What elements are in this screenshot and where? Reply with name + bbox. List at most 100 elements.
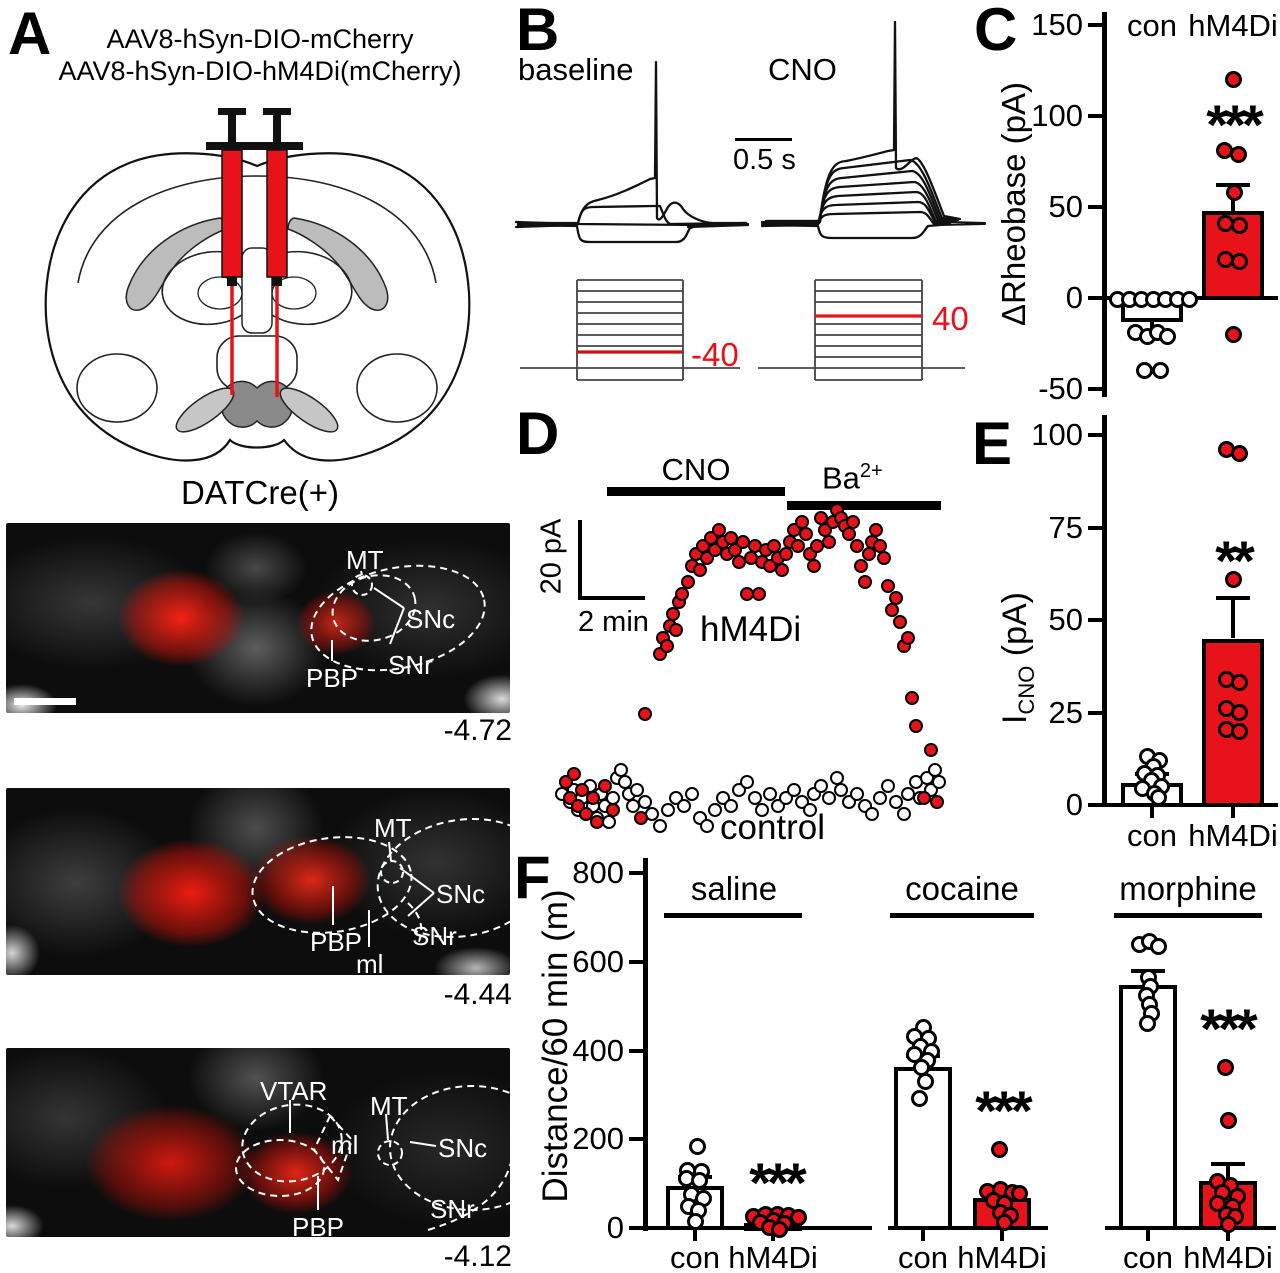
timecourse-point-control xyxy=(676,799,691,813)
subchart-title-underline xyxy=(890,913,1034,918)
data-point xyxy=(990,1140,1008,1158)
timecourse-point-hM4Di xyxy=(869,523,884,537)
group-label: hM4Di xyxy=(1183,1240,1273,1273)
scale-bar xyxy=(14,698,76,705)
subchart-title-underline xyxy=(664,913,802,918)
region-label-snr: SNr xyxy=(388,650,433,680)
y-axis-tick xyxy=(1088,296,1103,300)
y-axis-title: ΔRheobase (pA) xyxy=(995,82,1032,327)
timecourse-point-control xyxy=(786,783,801,797)
micrograph-3 xyxy=(6,1048,510,1237)
anatomy-overlay-3 xyxy=(235,1085,510,1231)
data-point xyxy=(1230,722,1248,740)
timecourse-point-control xyxy=(881,779,896,793)
data-point xyxy=(1230,445,1248,462)
y-axis-tick xyxy=(629,959,644,964)
bregma-coord-2: -4.44 xyxy=(443,978,512,1011)
timecourse-point-hM4Di xyxy=(889,591,904,605)
time-scale-label: 2 min xyxy=(578,606,649,638)
step-value-baseline: -40 xyxy=(691,336,739,373)
timecourse-point-control xyxy=(834,783,849,797)
y-tick-label: 0 xyxy=(606,1210,624,1245)
x-baseline xyxy=(1105,1226,1276,1230)
data-point xyxy=(1219,1111,1237,1129)
y-axis-title: Distance/60 min (m) xyxy=(536,889,575,1203)
y-tick-label: 200 xyxy=(572,1121,624,1157)
timecourse-point-hM4Di xyxy=(790,539,805,553)
significance-stars: ** xyxy=(1215,529,1255,592)
panel-e-label: E xyxy=(972,410,1013,477)
y-tick-label: 75 xyxy=(1048,509,1083,545)
x-tick xyxy=(1226,1228,1230,1241)
timecourse-point-hM4Di xyxy=(665,607,680,621)
timecourse-point-hM4Di xyxy=(806,559,821,573)
panel-b-label: B xyxy=(516,0,560,63)
data-point xyxy=(686,1213,704,1231)
bar-hM4Di xyxy=(1202,638,1264,807)
group-label: con xyxy=(898,1240,948,1273)
temporal-lobe-right xyxy=(356,353,438,423)
y-tick-label: -50 xyxy=(1038,371,1083,406)
y-tick-label: 150 xyxy=(1031,7,1083,42)
timecourse-point-hM4Di xyxy=(900,631,915,645)
timecourse-point-control xyxy=(849,787,864,801)
data-point xyxy=(910,1089,928,1107)
y-axis-tick xyxy=(1088,387,1103,391)
timecourse-point-control xyxy=(889,795,904,809)
timecourse-point-hM4Di xyxy=(680,575,695,589)
ventricle-right xyxy=(287,217,389,311)
virus-line-1: AAV8-hSyn-DIO-mCherry xyxy=(106,24,414,54)
region-label-vtar: VTAR xyxy=(260,1076,328,1106)
y-tick-label: 25 xyxy=(1048,694,1083,730)
timecourse-point-hM4Di xyxy=(930,795,945,809)
timecourse-point-hM4Di xyxy=(578,807,593,821)
group-label: hM4Di xyxy=(728,1240,818,1273)
region-label-mt: MT xyxy=(346,545,384,575)
y-axis-tick xyxy=(1088,525,1103,530)
anatomy-overlay-2 xyxy=(251,818,510,947)
timecourse-point-hM4Di xyxy=(798,527,813,541)
brain-injection-schematic xyxy=(44,108,471,462)
data-point xyxy=(1230,674,1248,692)
timecourse-point-control xyxy=(802,803,817,817)
timecourse-point-control xyxy=(684,787,699,801)
data-point xyxy=(1180,291,1198,309)
snc-right xyxy=(279,387,339,433)
y-axis xyxy=(643,858,648,1231)
region-label-pbp: PBP xyxy=(306,663,359,693)
data-point xyxy=(1230,253,1248,271)
x-tick xyxy=(1150,805,1154,818)
genotype-label: DATCre(+) xyxy=(181,474,339,511)
region-label-pbp: PBP xyxy=(292,1212,345,1242)
data-point xyxy=(1230,704,1248,721)
y-axis xyxy=(1102,415,1107,807)
y-axis-tick xyxy=(1088,433,1103,437)
data-point xyxy=(1149,938,1167,956)
significance-stars: *** xyxy=(1206,93,1263,156)
ephys-traces xyxy=(514,20,986,244)
y-axis-tick xyxy=(1088,23,1103,27)
timecourse-point-control xyxy=(629,783,644,797)
group-label: con xyxy=(1123,1240,1173,1273)
timecourse-point-hM4Di xyxy=(751,587,766,601)
error-bar xyxy=(1231,597,1235,639)
data-point xyxy=(1149,789,1167,807)
barium-application-label: Ba2+ xyxy=(822,460,883,496)
significance-stars: *** xyxy=(1200,997,1257,1060)
time-scalebar-line xyxy=(735,138,792,141)
region-label-snc: SNc xyxy=(406,604,456,634)
timecourse-point-hM4Di xyxy=(775,563,790,577)
x-tick xyxy=(921,1228,925,1241)
panel-f-label: F xyxy=(514,844,551,911)
region-label-snc: SNc xyxy=(436,879,486,909)
panel-a-label: A xyxy=(8,0,52,67)
syringe-flange-left xyxy=(206,142,258,150)
group-label: con xyxy=(1127,8,1177,43)
cortex-inner-line xyxy=(77,175,437,284)
timecourse-point-hM4Di xyxy=(637,707,652,721)
current-scale-label: 20 pA xyxy=(535,518,568,595)
timecourse-point-hM4Di xyxy=(659,639,674,653)
significance-stars: *** xyxy=(749,1151,806,1214)
timecourse-point-hM4Di xyxy=(904,691,919,705)
group-label: hM4Di xyxy=(1188,8,1278,43)
